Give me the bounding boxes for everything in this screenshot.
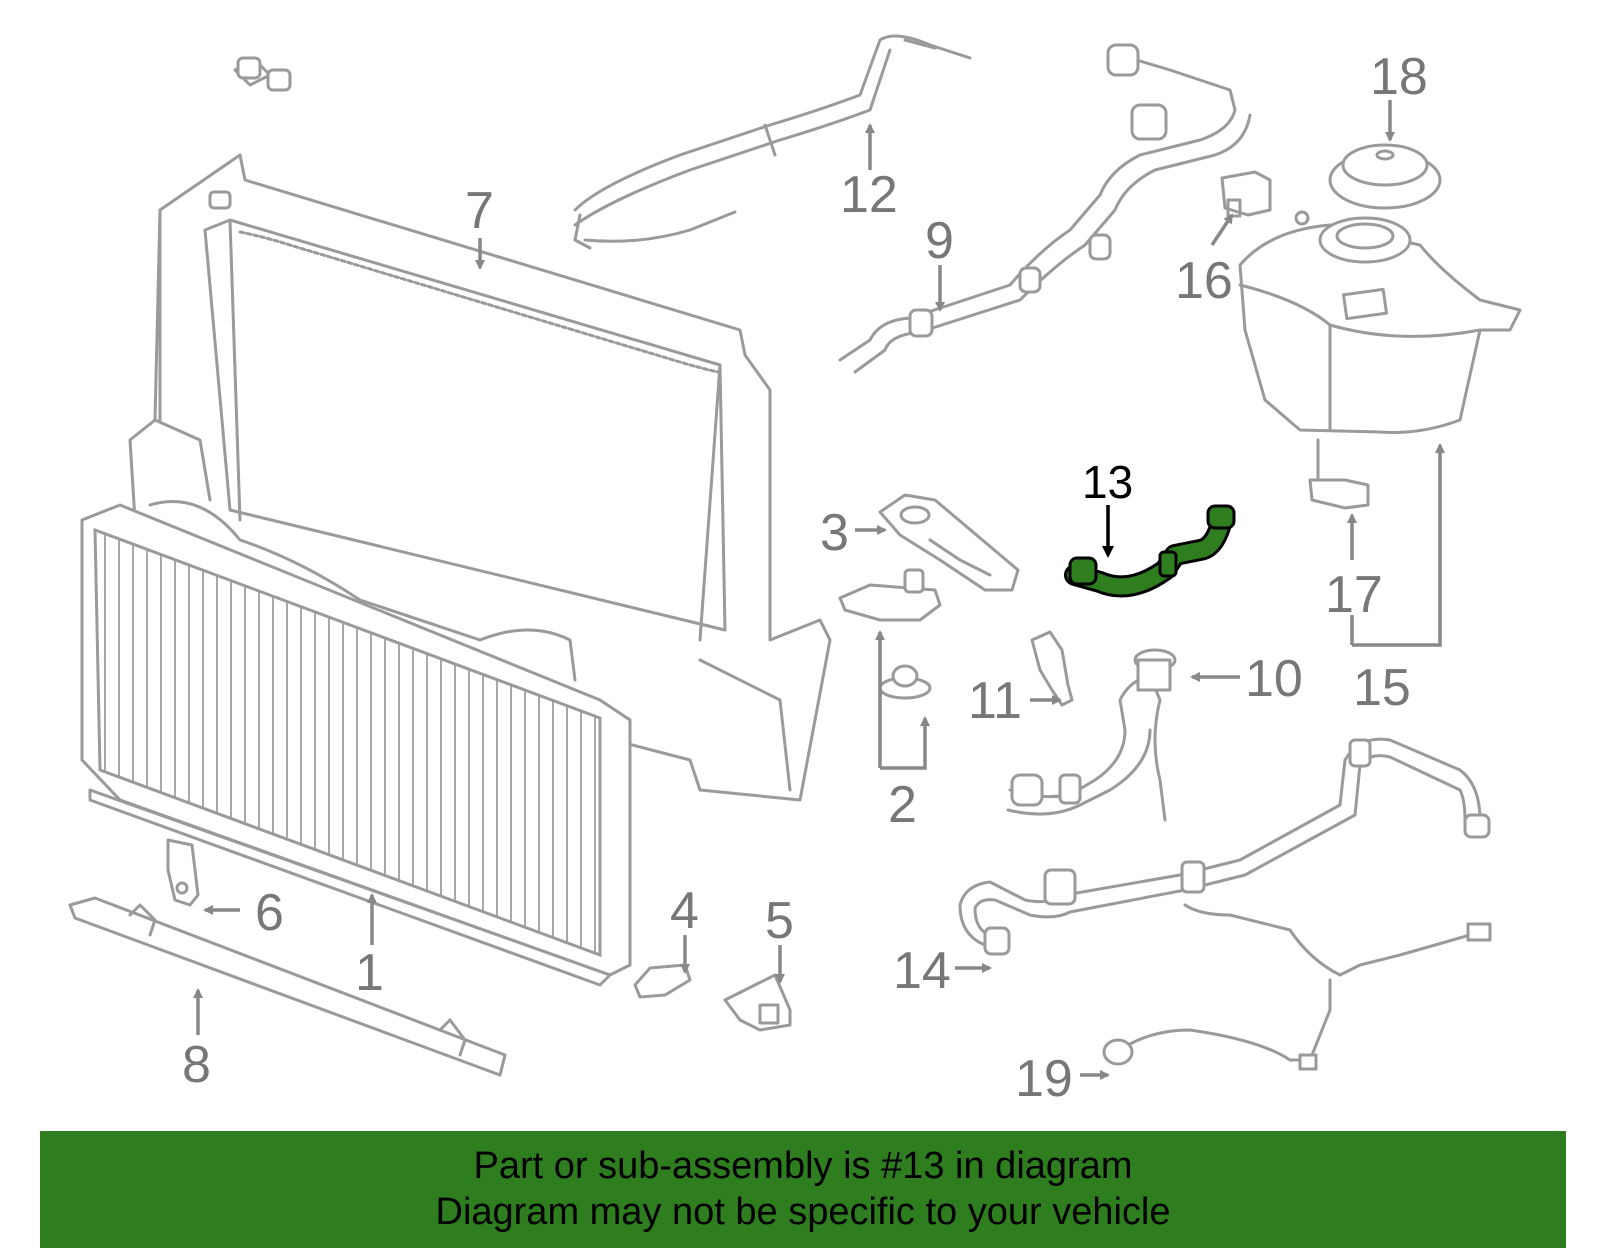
callout-14: 14 bbox=[893, 942, 951, 1000]
callout-13: 13 bbox=[1082, 456, 1133, 508]
part-5-sensor bbox=[723, 973, 792, 1032]
callout-17: 17 bbox=[1325, 566, 1383, 624]
part-6-bracket bbox=[166, 838, 200, 907]
callout-9: 9 bbox=[925, 212, 954, 270]
part-1-radiator bbox=[80, 500, 632, 987]
callout-3: 3 bbox=[820, 504, 849, 562]
callout-18: 18 bbox=[1370, 48, 1428, 106]
callout-10: 10 bbox=[1245, 650, 1303, 708]
part-8-lower-deflector bbox=[68, 896, 507, 1077]
cooling-system-diagram: 7 12 9 18 16 13 3 2 11 10 17 15 6 1 8 4 … bbox=[68, 34, 1522, 1108]
part-2-bracket bbox=[838, 568, 942, 700]
callout-16: 16 bbox=[1175, 252, 1233, 310]
part-9-hose bbox=[838, 43, 1252, 374]
callout-4: 4 bbox=[670, 882, 699, 940]
info-banner: Part or sub-assembly is #13 in diagram D… bbox=[40, 1131, 1566, 1248]
part-3-mount bbox=[878, 493, 1020, 592]
part-16-sensor bbox=[1220, 170, 1272, 218]
part-17-sensor bbox=[1308, 438, 1370, 510]
callout-7: 7 bbox=[465, 182, 494, 240]
callout-2: 2 bbox=[888, 776, 917, 834]
part-19-wiring-harness bbox=[1102, 903, 1492, 1071]
callout-11: 11 bbox=[968, 672, 1022, 730]
part-15-reservoir bbox=[1238, 210, 1522, 434]
part-12-hose-assembly bbox=[208, 34, 972, 250]
callout-1: 1 bbox=[355, 944, 384, 1002]
banner-line-2: Diagram may not be specific to your vehi… bbox=[435, 1191, 1171, 1233]
callout-8: 8 bbox=[182, 1036, 211, 1094]
callout-19: 19 bbox=[1015, 1050, 1073, 1108]
part-11-temp-sensor bbox=[1030, 630, 1074, 707]
callout-5: 5 bbox=[765, 892, 794, 950]
callout-12: 12 bbox=[840, 166, 898, 224]
callout-leaders bbox=[193, 100, 1445, 1080]
banner-line-1: Part or sub-assembly is #13 in diagram bbox=[473, 1145, 1133, 1187]
part-18-cap bbox=[1328, 143, 1442, 210]
part-13-hose-highlighted bbox=[1064, 504, 1236, 598]
part-4-clip bbox=[633, 963, 692, 999]
callout-15: 15 bbox=[1353, 659, 1411, 717]
callout-labels: 7 12 9 18 16 13 3 2 11 10 17 15 6 1 8 4 … bbox=[182, 48, 1428, 1108]
callout-6: 6 bbox=[255, 884, 284, 942]
part-14-hose bbox=[958, 737, 1491, 956]
part-10-hose bbox=[1006, 648, 1177, 822]
